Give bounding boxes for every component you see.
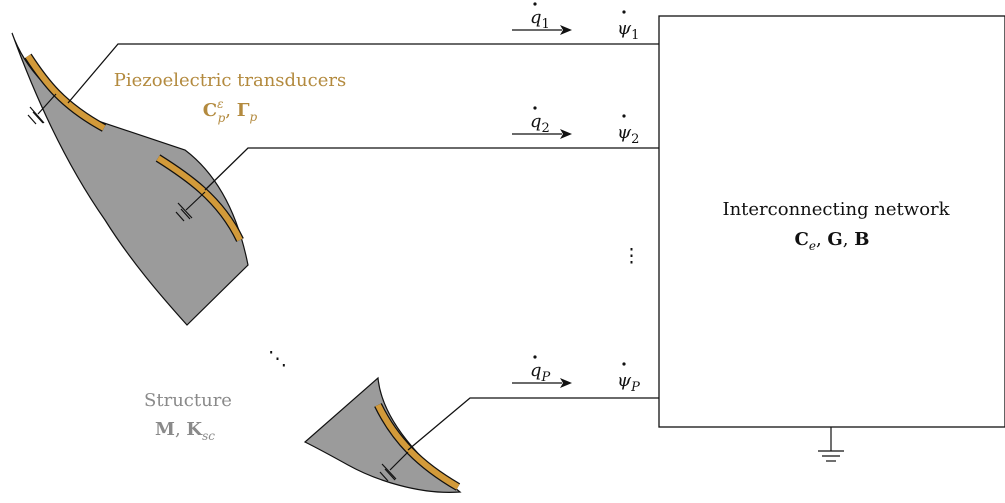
piezo-transducer-p	[374, 403, 461, 491]
port-2-flow-label: q2	[530, 106, 550, 136]
wire-port-2	[204, 147, 659, 191]
port-p-flow-label: qP	[530, 355, 551, 385]
network-label-title: Interconnecting network	[722, 199, 950, 220]
wire-port-1	[67, 43, 659, 104]
svg-text:q1: q1	[530, 7, 550, 32]
svg-text:ψP: ψP	[617, 370, 640, 395]
ground-symbol-transducer-1	[27, 93, 57, 125]
flow-arrow-2	[512, 129, 572, 139]
svg-text:ψ1: ψ1	[617, 18, 639, 43]
interconnecting-network-box	[658, 15, 1005, 428]
port-p-effort-label: ψP	[617, 362, 640, 395]
structure-label-title: Structure	[144, 390, 232, 411]
transducers-label-title: Piezoelectric transducers	[114, 70, 346, 91]
svg-text:ψ2: ψ2	[617, 122, 639, 147]
port-2-effort-label: ψ2	[617, 114, 639, 147]
wire-port-p	[407, 397, 659, 451]
ground-symbol-transducer-p	[379, 451, 409, 482]
port-vertical-ellipsis: ⋮	[622, 245, 641, 267]
structure-label-matrices: M, Ksc	[155, 419, 215, 443]
ground-symbol-transducer-2	[175, 191, 206, 222]
structure-diagonal-ellipsis: ⋱	[268, 348, 287, 370]
piezo-transducer-1	[24, 53, 107, 132]
piezo-transducer-2	[155, 154, 244, 242]
port-1-flow-label: q1	[530, 2, 550, 32]
flow-arrow-p	[512, 378, 572, 388]
port-1-effort-label: ψ1	[617, 10, 639, 43]
svg-text:q2: q2	[530, 111, 550, 136]
svg-text:qP: qP	[530, 360, 551, 385]
flow-arrow-1	[512, 25, 572, 35]
network-label-matrices: Ce, G, B	[795, 229, 870, 253]
network-ground-symbol	[818, 427, 844, 462]
